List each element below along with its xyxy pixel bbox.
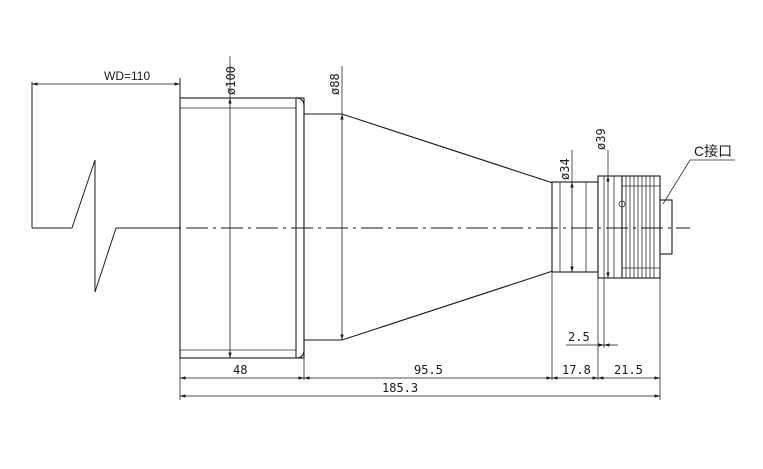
cone-diameter-label: ø88 xyxy=(328,73,342,95)
set-screw-icon xyxy=(618,200,626,208)
mount-section xyxy=(597,175,673,279)
mount-length-label: 21.5 xyxy=(614,363,643,377)
wd-label: WD=110 xyxy=(104,69,150,83)
rear-barrel xyxy=(551,181,599,273)
working-distance-bracket xyxy=(31,78,181,293)
mount-leader xyxy=(662,159,735,205)
mount-label: C接口 xyxy=(694,143,732,159)
knurl-ring xyxy=(622,176,660,278)
rear-diameter-label: ø34 xyxy=(558,158,572,180)
front-diameter-label: ø100 xyxy=(224,66,238,95)
rear-length-label: 17.8 xyxy=(562,363,591,377)
mount-diameter-label: ø39 xyxy=(594,128,608,150)
front-length-label: 48 xyxy=(233,363,247,377)
flange-label: 2.5 xyxy=(568,330,590,344)
total-length-label: 185.3 xyxy=(382,381,418,395)
cone-length-label: 95.5 xyxy=(414,363,443,377)
